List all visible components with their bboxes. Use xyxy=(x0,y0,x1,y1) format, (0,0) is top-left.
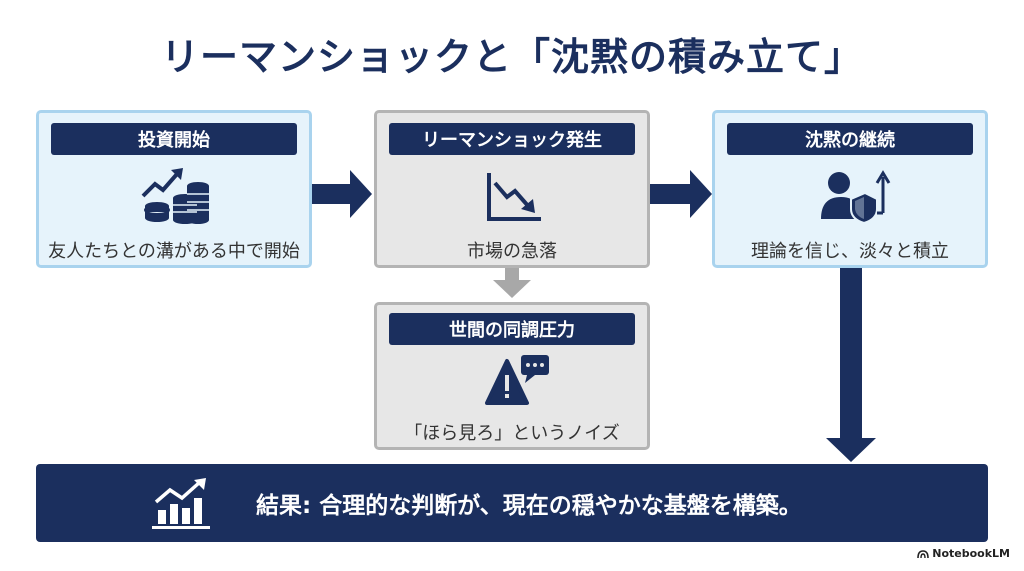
user-shield-up-icon xyxy=(821,170,891,223)
card-crash-label: リーマンショック発生 xyxy=(389,123,635,155)
card-start: 投資開始 友人たちとの溝がある中で開始 xyxy=(36,110,312,268)
warning-chat-icon xyxy=(485,355,549,405)
card-continue-label: 沈黙の継続 xyxy=(727,123,973,155)
decline-chart-icon xyxy=(487,173,541,221)
card-start-caption: 友人たちとの溝がある中で開始 xyxy=(48,241,300,262)
result-text: 結果: 合理的な判断が、現在の穏やかな基盤を構築。 xyxy=(256,493,802,519)
card-crash-caption: 市場の急落 xyxy=(467,241,557,262)
card-crash: リーマンショック発生 市場の急落 xyxy=(374,110,650,268)
brand-name: NotebookLM xyxy=(932,547,1010,560)
card-start-label: 投資開始 xyxy=(51,123,297,155)
card-pressure-label: 世間の同調圧力 xyxy=(389,313,635,345)
growth-bars-icon xyxy=(152,478,210,529)
result-banner: 結果: 合理的な判断が、現在の穏やかな基盤を構築。 xyxy=(36,464,988,542)
card-continue: 沈黙の継続 理論を信じ、淡々と積立 xyxy=(712,110,988,268)
page-title: リーマンショックと「沈黙の積み立て」 xyxy=(160,35,863,79)
arrow-crash-to-continue xyxy=(650,170,712,218)
card-pressure: 世間の同調圧力 「ほら見ろ」というノイズ xyxy=(374,302,650,450)
arrow-continue-to-result xyxy=(826,268,876,462)
arrow-start-to-crash xyxy=(310,170,372,218)
notebooklm-logo-icon xyxy=(917,549,930,558)
growth-coins-icon xyxy=(141,168,209,224)
arrow-crash-to-pressure xyxy=(493,268,531,298)
card-pressure-caption: 「ほら見ろ」というノイズ xyxy=(404,423,620,444)
brand-mark: NotebookLM xyxy=(917,547,1010,560)
card-continue-caption: 理論を信じ、淡々と積立 xyxy=(751,241,949,262)
